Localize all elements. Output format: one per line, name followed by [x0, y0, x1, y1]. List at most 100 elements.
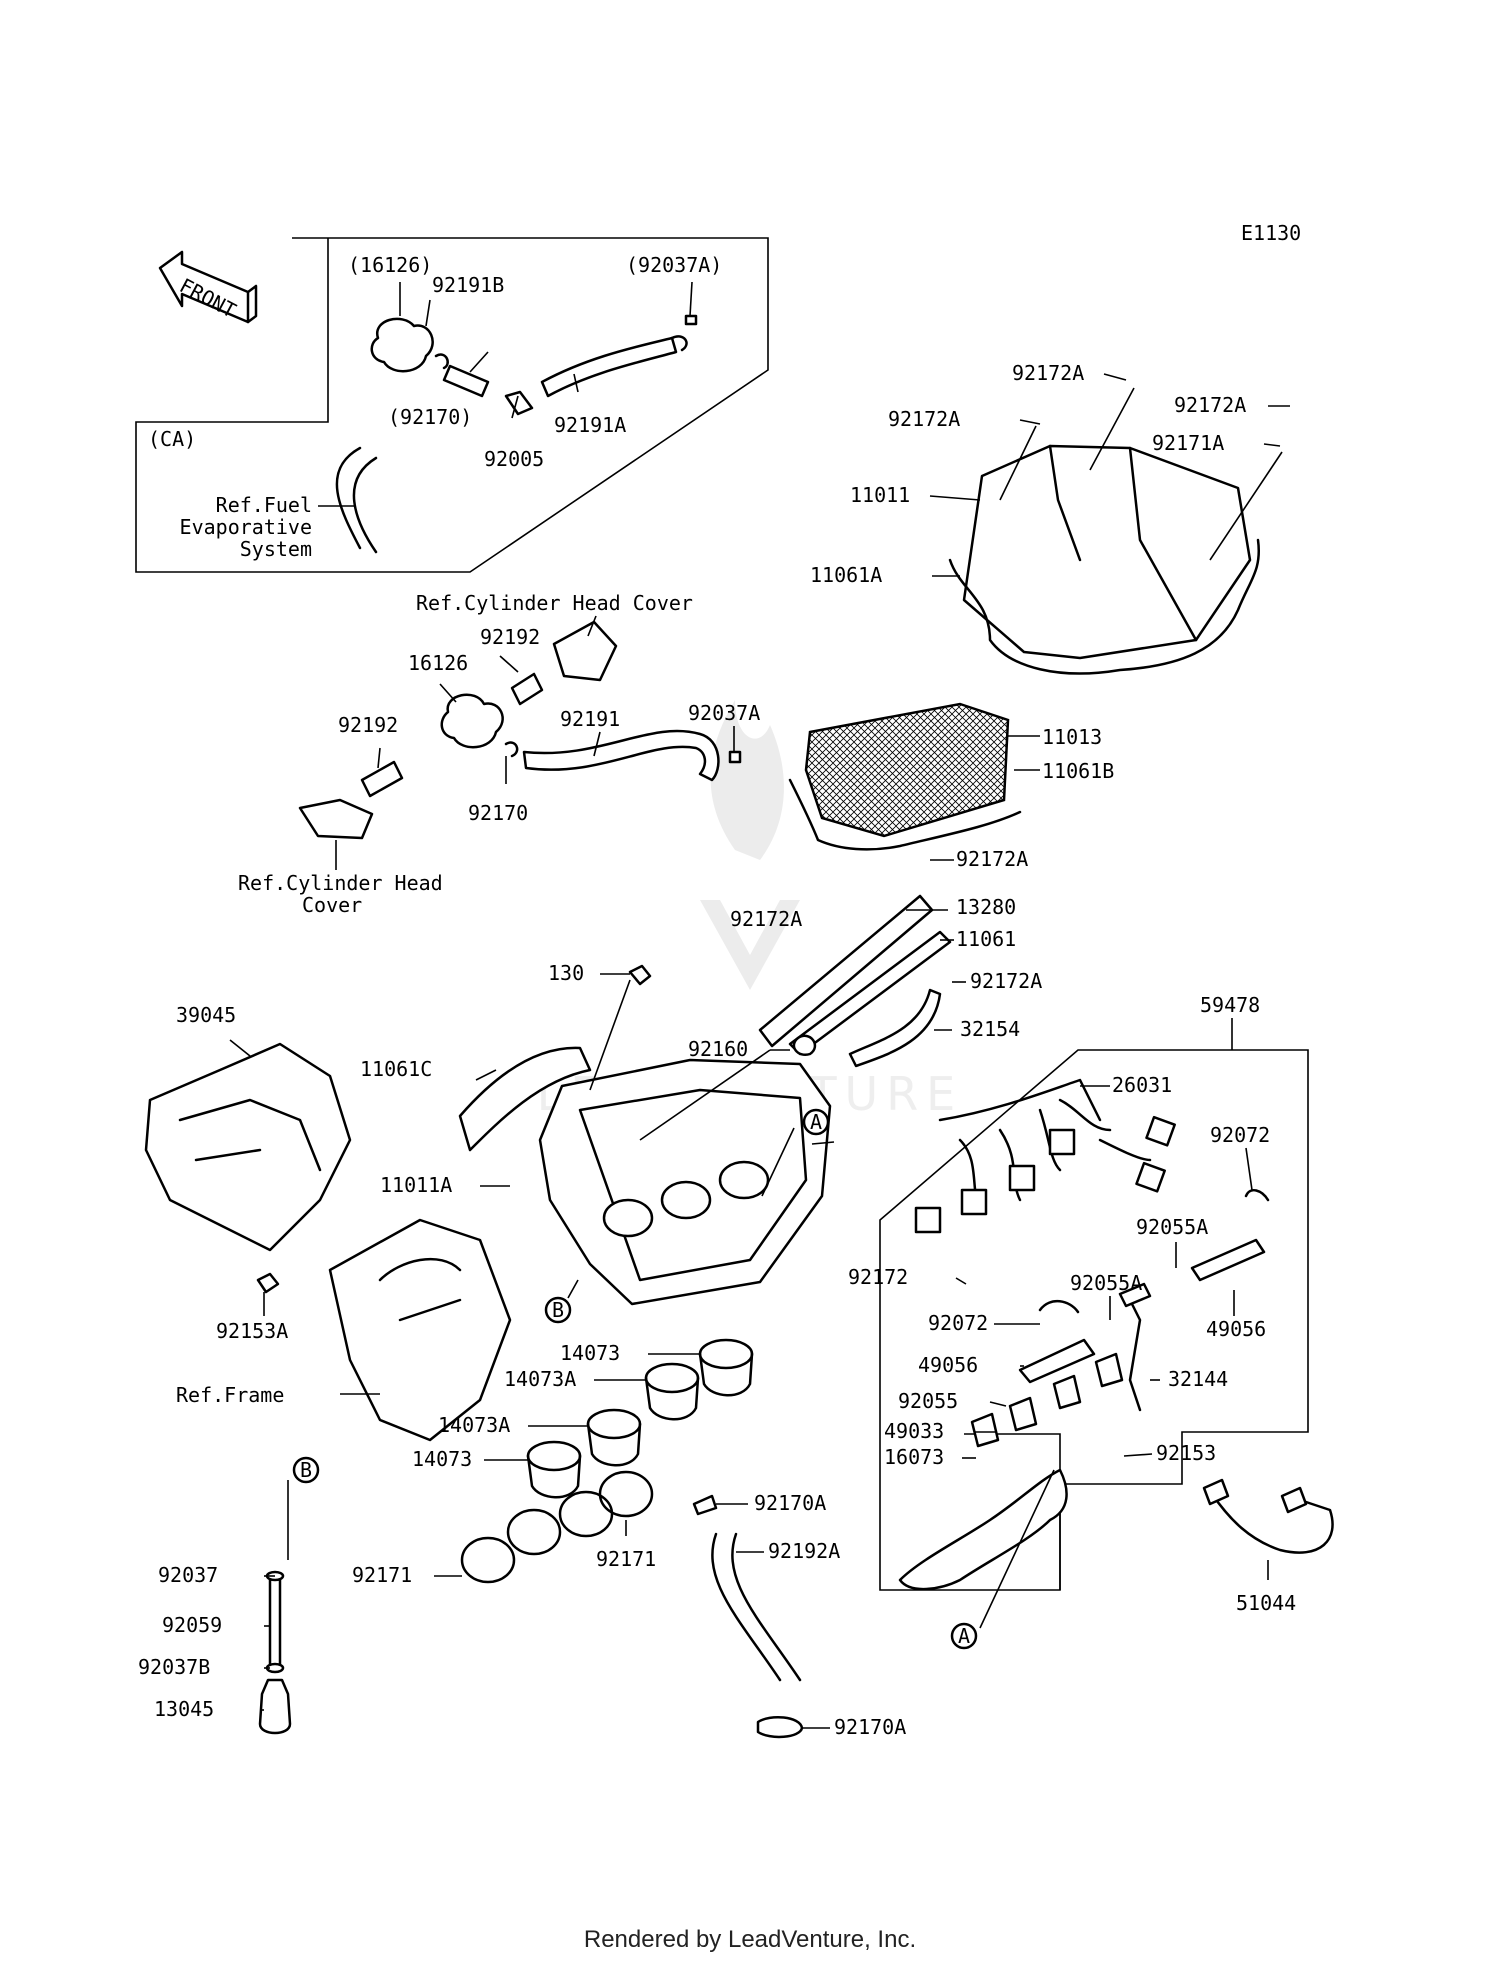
- part-label: 11061B: [1042, 759, 1114, 783]
- part-label: 92055A: [1070, 1271, 1142, 1295]
- part-label: 14073A: [504, 1367, 576, 1391]
- part-label: Ref.Frame: [176, 1383, 284, 1407]
- rail-49056-left: [1018, 1338, 1096, 1384]
- callout-markers: A B B A: [292, 1108, 978, 1650]
- ca-region-box: [135, 237, 769, 573]
- ca-callout: (CA): [148, 427, 196, 451]
- part-label: 92191A: [554, 413, 626, 437]
- part-label: 92160: [688, 1037, 748, 1061]
- injector-4: [1094, 1352, 1124, 1388]
- part-label: 92191B: [432, 273, 504, 297]
- part-label: 92172A: [730, 907, 802, 931]
- part-label: 49033: [884, 1419, 944, 1443]
- callout-circle-b-bottom: [292, 1456, 320, 1484]
- part-label: 11011A: [380, 1173, 452, 1197]
- part-label: 11061A: [810, 563, 882, 587]
- part-label: 92172A: [1174, 393, 1246, 417]
- frame-group: [144, 1042, 512, 1442]
- part-label: 11013: [1042, 725, 1102, 749]
- part-label: 92055A: [1136, 1215, 1208, 1239]
- part-label: 92037: [158, 1563, 218, 1587]
- part-label: 92191: [560, 707, 620, 731]
- injector-3: [1052, 1374, 1082, 1410]
- part-label: 49056: [918, 1353, 978, 1377]
- callout-a-top: A: [810, 1110, 822, 1134]
- plug-13045: [258, 1678, 292, 1735]
- callout-a-bottom: A: [958, 1624, 970, 1648]
- part-label: 92005: [484, 447, 544, 471]
- part-label: 92072: [928, 1311, 988, 1335]
- gasket-11061b: [788, 778, 1022, 851]
- part-label: 51044: [1236, 1591, 1296, 1615]
- clip-92170: [504, 741, 519, 758]
- part-label: 92171A: [1152, 431, 1224, 455]
- pair-valve-assembly: [298, 620, 742, 840]
- part-label: 11061: [956, 927, 1016, 951]
- part-label: 92037A: [688, 701, 760, 725]
- callout-b-top: B: [552, 1298, 564, 1322]
- callout-b-bottom: B: [300, 1458, 312, 1482]
- hose-92192-lower: [360, 760, 404, 798]
- valve-16126-ca: [370, 317, 434, 373]
- joint-92005: [504, 390, 534, 416]
- part-label: (92170): [388, 405, 472, 429]
- front-arrow-icon: FRONT: [158, 250, 258, 324]
- part-label: 92171: [352, 1563, 412, 1587]
- part-label: 92192: [338, 713, 398, 737]
- part-label: 49056: [1206, 1317, 1266, 1341]
- part-label: Cover: [302, 893, 362, 917]
- part-label: 92171: [596, 1547, 656, 1571]
- drain-group: [258, 1494, 804, 1739]
- hose-32154: [848, 988, 942, 1068]
- part-label: 92172A: [970, 969, 1042, 993]
- clamp-92037a-ca: [684, 314, 698, 326]
- tube-92059: [268, 1578, 282, 1666]
- part-label: 14073: [412, 1447, 472, 1471]
- gasket-11061a: [948, 538, 1261, 675]
- part-label: 16073: [884, 1445, 944, 1469]
- clamp-92170a-upper: [692, 1494, 718, 1516]
- part-label: System: [240, 537, 312, 561]
- part-label: 11011: [850, 483, 910, 507]
- cover-11011: [962, 444, 1252, 660]
- clamp-92037a: [728, 750, 742, 764]
- part-label: 92172: [848, 1265, 908, 1289]
- filter-11013: [804, 702, 1010, 838]
- part-label: 92037B: [138, 1655, 210, 1679]
- part-label: (16126): [348, 253, 432, 277]
- part-label: 92072: [1210, 1123, 1270, 1147]
- hose-92191b: [442, 364, 490, 398]
- part-label: 14073: [560, 1341, 620, 1365]
- footer-credit: Rendered by LeadVenture, Inc.: [583, 1926, 917, 1953]
- washer-92160: [792, 1034, 817, 1057]
- part-labels: (16126) 92191B (92170) 92005 92191A (920…: [138, 253, 1296, 1739]
- part-label: 92153: [1156, 1441, 1216, 1465]
- part-label: 32144: [1168, 1367, 1228, 1391]
- part-label: 92170: [468, 801, 528, 825]
- part-label: 14073A: [438, 1413, 510, 1437]
- part-label: 130: [548, 961, 584, 985]
- hose-32144: [1128, 1298, 1142, 1412]
- part-label: 92192A: [768, 1539, 840, 1563]
- part-label: 92055: [898, 1389, 958, 1413]
- bolt-130: [628, 964, 652, 986]
- injector-1: [970, 1412, 1000, 1448]
- part-label: 13045: [154, 1697, 214, 1721]
- injector-2: [1008, 1396, 1038, 1432]
- part-label: 92170A: [834, 1715, 906, 1739]
- clip-92072-right: [1244, 1188, 1270, 1202]
- clamp-92170a-lower: [756, 1715, 804, 1739]
- part-label: 39045: [176, 1003, 236, 1027]
- part-label: 92153A: [216, 1319, 288, 1343]
- hose-51044: [1210, 1492, 1334, 1554]
- fuel-system-parts: [898, 1078, 1334, 1591]
- part-label: 92172A: [888, 407, 960, 431]
- part-label: 92170A: [754, 1491, 826, 1515]
- callout-circle-a-bottom: [950, 1622, 978, 1650]
- fitting-32144: [1118, 1282, 1152, 1308]
- part-label: 92059: [162, 1613, 222, 1637]
- diagram-id: E1130: [1241, 221, 1301, 245]
- part-label: 32154: [960, 1017, 1020, 1041]
- part-label: Ref.Fuel: [216, 493, 312, 517]
